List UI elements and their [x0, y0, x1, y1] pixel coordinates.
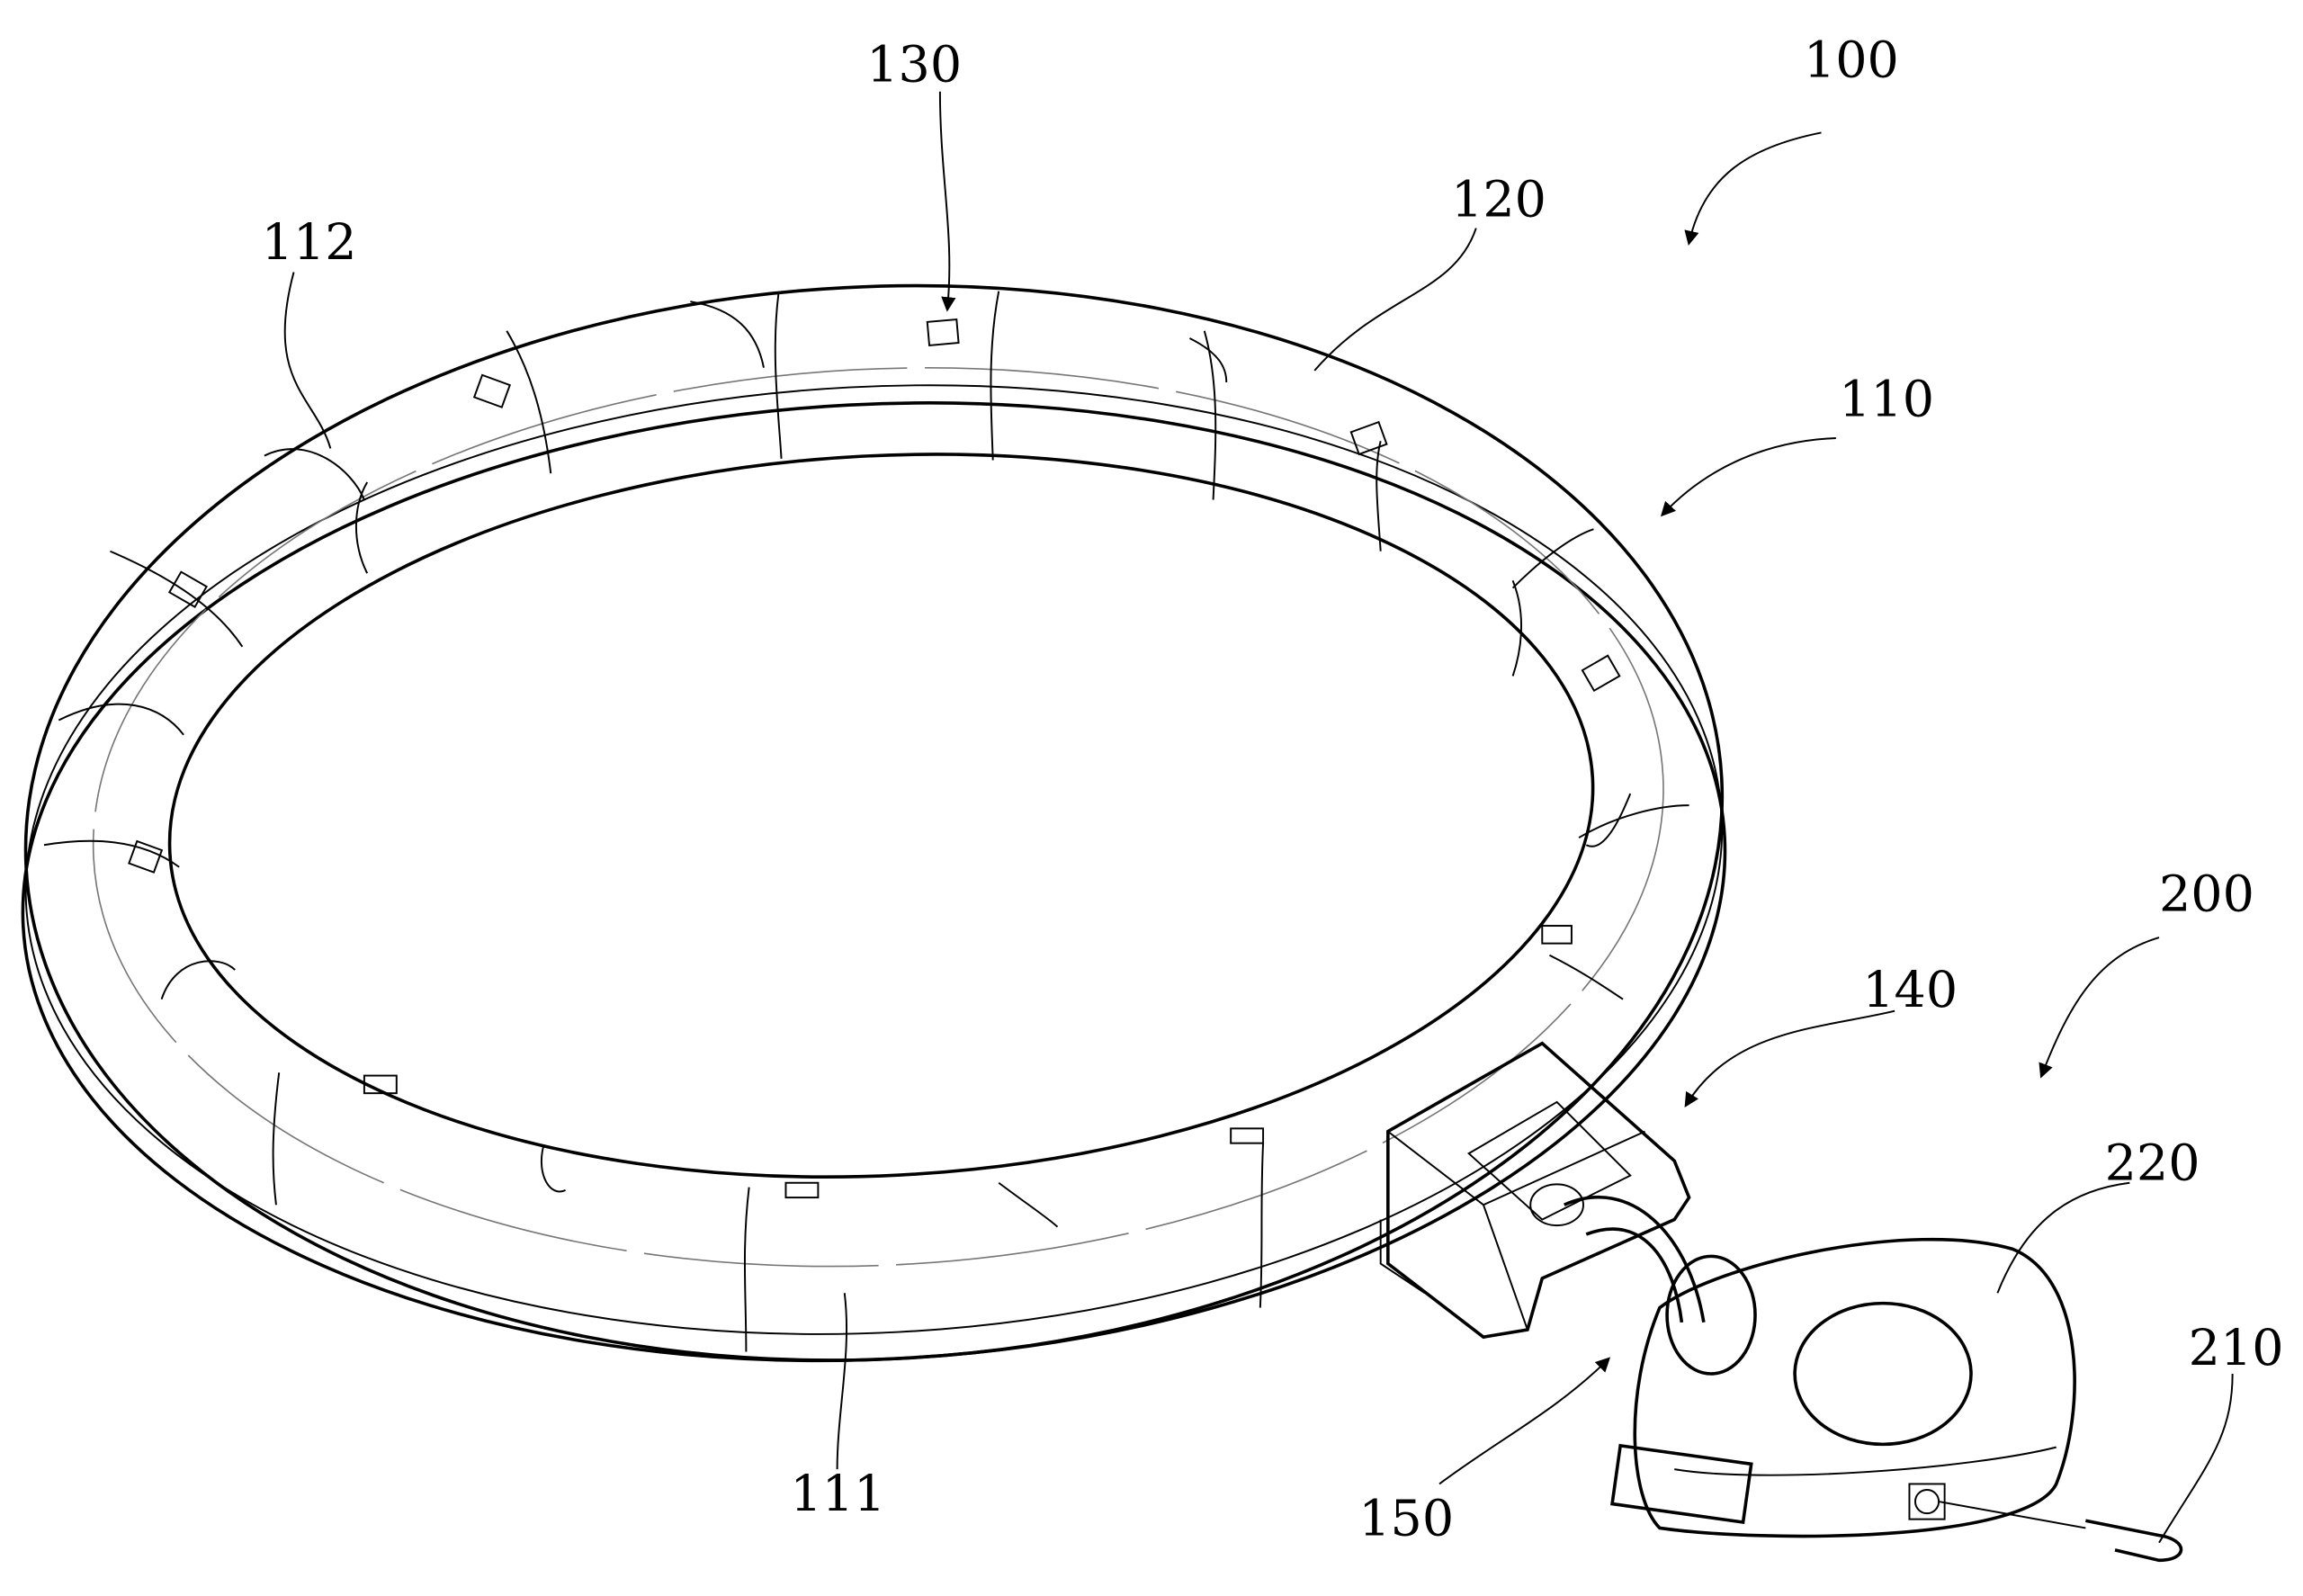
leader-lines — [283, 91, 2234, 1544]
label-200: 200 — [2159, 865, 2254, 924]
connector-block — [1379, 1041, 1691, 1340]
label-140: 140 — [1862, 961, 1958, 1019]
ring-segments — [43, 291, 1632, 1352]
label-220: 220 — [2105, 1134, 2200, 1192]
ring-groove — [92, 367, 1664, 1268]
ring-outer-edge — [23, 283, 1725, 1362]
ring-lower-rim — [24, 384, 1724, 1335]
reference-numerals: 130 100 120 112 110 200 140 220 210 111 … — [262, 31, 2284, 1547]
square-buttons — [128, 318, 1621, 1199]
ring-inner-edge — [167, 453, 1595, 1179]
label-100: 100 — [1804, 31, 1899, 89]
label-130: 130 — [866, 35, 962, 94]
label-111: 111 — [790, 1465, 885, 1523]
label-110: 110 — [1839, 371, 1934, 429]
leash-button — [1793, 1301, 1973, 1447]
label-120: 120 — [1451, 170, 1546, 229]
label-210: 210 — [2189, 1319, 2284, 1377]
ring-slots — [58, 300, 1689, 1228]
label-150: 150 — [1358, 1490, 1454, 1548]
leash-clip — [1610, 1443, 1753, 1525]
label-112: 112 — [262, 213, 357, 272]
retractable-leash — [1564, 1195, 2183, 1563]
ring-assembly — [21, 283, 2183, 1563]
ring-bottom-edge — [21, 401, 1727, 1363]
